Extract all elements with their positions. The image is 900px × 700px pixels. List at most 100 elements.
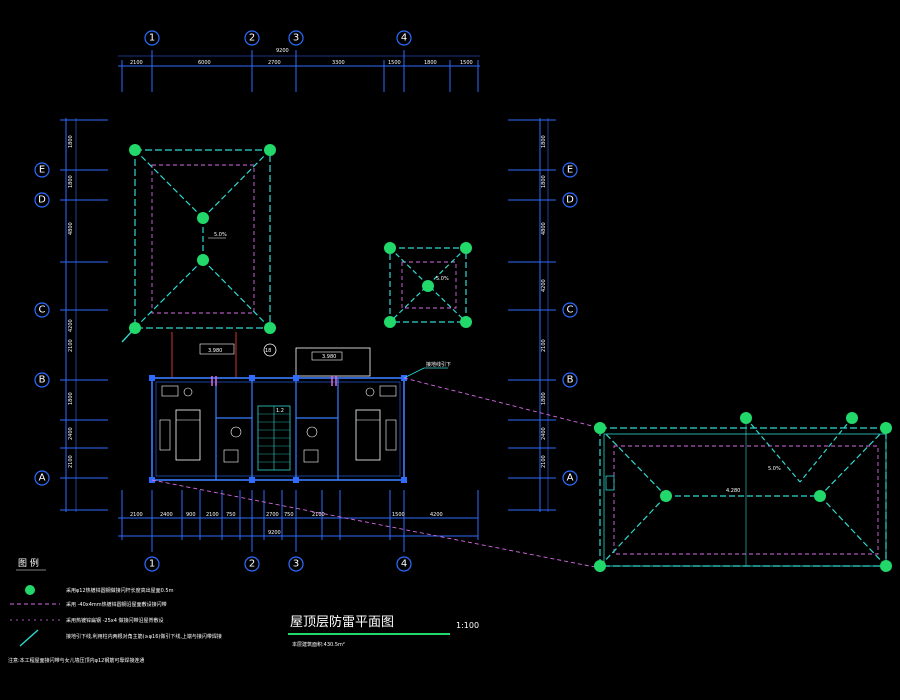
axis-bubble-bottom-3: 3	[288, 556, 304, 572]
air-terminal-dot	[880, 560, 892, 572]
right-dim-4: 4200	[541, 279, 547, 292]
svg-text:E: E	[567, 165, 573, 176]
air-terminal-dot	[814, 490, 826, 502]
projection-line-bottom	[151, 479, 601, 569]
axis-bubble-left-C: C	[34, 302, 50, 318]
right-dim-2: 1800	[541, 175, 547, 188]
air-terminal-dot	[129, 322, 141, 334]
left-dim-5: 2100	[68, 339, 74, 352]
left-dim-2: 1800	[68, 175, 74, 188]
legend-item-4: 接地引下线,利用柱内两根对角主筋(≥φ16)做引下线,上端与接闪带焊接	[66, 633, 222, 640]
left-dim-4: 4200	[68, 319, 74, 332]
small-roof-ridge	[401, 261, 457, 309]
svg-text:4: 4	[401, 33, 407, 44]
top-dimension-chain: 9200 2100 6000 2700 3300 1500 1800 1500	[118, 48, 480, 92]
left-dim-6: 1800	[68, 392, 74, 405]
right-axis-bubbles: E D C B A	[562, 162, 578, 486]
top-axis-bubbles: 1 2 3 4	[144, 30, 412, 46]
axis-bubble-left-B: B	[34, 372, 50, 388]
bottom-dim-6: 2700	[266, 512, 279, 518]
enlarged-roof-perimeter	[599, 427, 887, 567]
right-dim-5: 2100	[541, 339, 547, 352]
top-dim-1: 2100	[130, 60, 143, 66]
svg-text:C: C	[39, 305, 46, 316]
air-terminal-dot	[384, 242, 396, 254]
leader-callout: 接地线引下	[426, 361, 451, 368]
svg-text:B: B	[567, 375, 574, 386]
legend-note: 注意:本工程屋面接闪带与女儿墙压顶内φ12钢筋可靠焊接连通	[8, 657, 144, 664]
axis-bubble-right-C: C	[562, 302, 578, 318]
top-dim-5: 1500	[388, 60, 401, 66]
drawing-title: 屋顶层防雷平面图	[290, 614, 394, 630]
stair-mark: 1.2	[276, 408, 284, 414]
top-dim-2: 6000	[198, 60, 211, 66]
air-terminal-dot	[846, 412, 858, 424]
building-outline	[151, 377, 405, 481]
axis-bubble-right-B: B	[562, 372, 578, 388]
bottom-dimension-chain: 2100 2400 900 2100 750 2700 750 2100 150…	[118, 490, 479, 552]
axis-bubble-left-E: E	[34, 162, 50, 178]
air-terminal-dot	[264, 144, 276, 156]
air-terminal-dot	[880, 422, 892, 434]
axis-bubble-right-A: A	[562, 470, 578, 486]
svg-text:A: A	[567, 473, 574, 484]
right-dim-1: 1800	[541, 135, 547, 148]
air-terminal-dot	[740, 412, 752, 424]
axis-bubble-left-D: D	[34, 192, 50, 208]
legend-item-1: 采用φ12热镀锌圆钢做接闪杆长度高出屋面0.5m	[66, 587, 174, 594]
axis-bubble-top-1: 1	[144, 30, 160, 46]
svg-text:3: 3	[293, 33, 299, 44]
svg-text:D: D	[38, 195, 46, 206]
bottom-total-dim: 9200	[268, 530, 281, 536]
roof-center-elevation: 4.280	[726, 488, 740, 494]
right-dim-3: 4800	[541, 222, 547, 235]
legend-terminal-symbol	[25, 585, 35, 595]
legend-down-conductor-symbol	[19, 629, 39, 647]
furniture	[161, 385, 397, 397]
svg-text:1: 1	[149, 559, 155, 570]
top-dim-6: 1800	[424, 60, 437, 66]
bottom-dim-3: 900	[186, 512, 196, 518]
air-terminal-dot	[129, 144, 141, 156]
bottom-dim-1: 2100	[130, 512, 143, 518]
top-dim-4: 3300	[332, 60, 345, 66]
top-dim-7: 1500	[460, 60, 473, 66]
air-terminal-dot	[460, 316, 472, 328]
legend-item-3: 采用热镀锌扁钢 -25x4 做接闪带沿屋脊敷设	[66, 617, 164, 624]
bathroom-fixtures	[223, 426, 319, 463]
legend: 图 例 采用φ12热镀锌圆钢做接闪杆长度高出屋面0.5m 采用 -40x4mm热…	[8, 557, 222, 664]
axis-bubble-bottom-1: 1	[144, 556, 160, 572]
air-terminal-dot	[594, 422, 606, 434]
svg-text:E: E	[39, 165, 45, 176]
right-dim-8: 2100	[541, 455, 547, 468]
svg-text:4: 4	[401, 559, 407, 570]
roof-box-label: 3.980	[208, 348, 222, 354]
projection-line-top	[403, 377, 601, 429]
bottom-dim-5: 750	[226, 512, 236, 518]
roof-inner-ridge	[151, 164, 255, 314]
svg-text:2: 2	[249, 33, 255, 44]
right-dimension-chain: 1800 1800 4800 4200 2100 1800 2400 2100	[508, 118, 556, 512]
slope-label-small: 5.0%	[436, 276, 449, 282]
drawing-title-block: 屋顶层防雷平面图 1:100 本层建筑面积:430.5m²	[288, 614, 479, 648]
stair: 1.2	[257, 405, 291, 471]
axis-bubble-top-3: 3	[288, 30, 304, 46]
right-dim-6: 1800	[541, 392, 547, 405]
svg-text:3: 3	[293, 559, 299, 570]
small-roof: 5.0%	[384, 242, 472, 328]
detail-mark-circle	[263, 343, 277, 357]
drawing-scale: 1:100	[456, 621, 479, 630]
legend-title: 图 例	[18, 557, 39, 569]
svg-text:C: C	[567, 305, 574, 316]
axis-bubble-right-D: D	[562, 192, 578, 208]
svg-text:D: D	[566, 195, 574, 206]
air-terminal-dot	[197, 212, 209, 224]
svg-text:1: 1	[149, 33, 155, 44]
left-dim-7: 2400	[68, 427, 74, 440]
axis-bubble-bottom-2: 2	[244, 556, 260, 572]
main-building-connectors: 3.980 18 3.980	[171, 332, 371, 378]
detail-mark-number: 18	[265, 348, 271, 354]
air-terminal-dot	[384, 316, 396, 328]
upper-left-roof: 5.0%	[121, 144, 276, 343]
